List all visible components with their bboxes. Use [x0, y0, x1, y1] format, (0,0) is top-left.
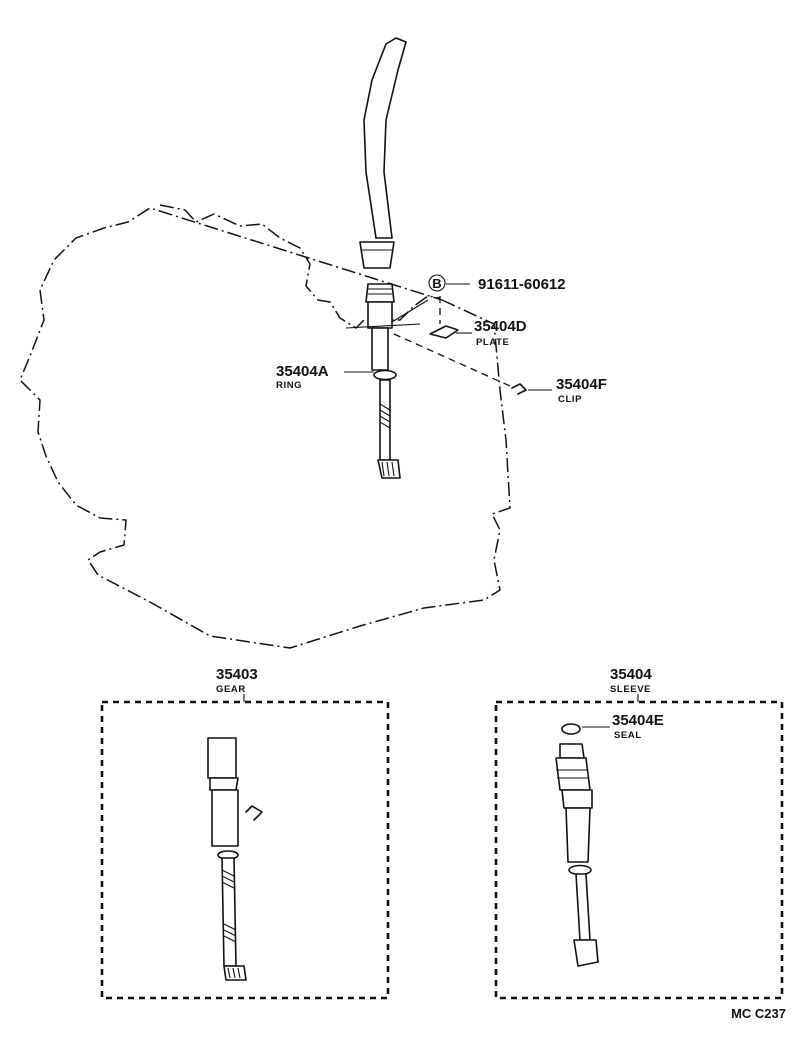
- bolt-part-number: 91611-60612: [478, 276, 566, 293]
- svg-text:B: B: [432, 276, 441, 291]
- ring-callout: 35404A RING: [276, 363, 374, 391]
- clip-part: [511, 383, 527, 395]
- mating-line: [345, 323, 421, 329]
- installed-driven-gear: [377, 379, 401, 479]
- seal-part-number: 35404E: [612, 712, 664, 729]
- gear-kit-part-name: GEAR: [216, 684, 246, 695]
- bolt-callout: B 91611-60612: [428, 274, 566, 324]
- sleeve-kit-part-number: 35404: [610, 666, 652, 683]
- transmission-housing-outline: [19, 204, 511, 649]
- sleeve-kit-box: [494, 700, 784, 1000]
- plate-part-name: PLATE: [476, 337, 509, 348]
- clip-part-number: 35404F: [556, 376, 607, 393]
- gear-kit: 35403 GEAR: [100, 666, 390, 1000]
- gear-kit-driven-gear: [221, 857, 247, 981]
- sleeve-kit-sleeve: [555, 743, 593, 863]
- sleeve-kit-shaft: [573, 873, 599, 967]
- gear-kit-box: [100, 700, 390, 1000]
- plate-part: [429, 325, 459, 339]
- ring-part-number: 35404A: [276, 363, 329, 380]
- installed-sleeve: [365, 283, 395, 371]
- gear-kit-sleeve: [207, 737, 239, 847]
- plate-callout: 35404D PLATE: [429, 318, 527, 348]
- sleeve-kit-ring: [568, 864, 592, 876]
- clip-callout: 35404F CLIP: [393, 333, 607, 405]
- figure-code: MC C237: [731, 1006, 786, 1021]
- gear-kit-part-number: 35403: [216, 666, 258, 683]
- clip-part-name: CLIP: [558, 394, 582, 405]
- ring-part-name: RING: [276, 380, 302, 391]
- bolt-symbol-icon: [428, 274, 446, 292]
- ring-oring: [373, 369, 397, 381]
- sleeve-kit-part-name: SLEEVE: [610, 684, 651, 695]
- plate-part-number: 35404D: [474, 318, 527, 335]
- seal-part: [561, 723, 581, 735]
- mounting-bracket-line: [391, 299, 429, 323]
- speedometer-cable: [359, 37, 407, 269]
- sleeve-kit: 35404 SLEEVE 35404E SEAL: [494, 666, 784, 1000]
- gear-kit-clip: [245, 805, 263, 821]
- seal-part-name: SEAL: [614, 730, 642, 741]
